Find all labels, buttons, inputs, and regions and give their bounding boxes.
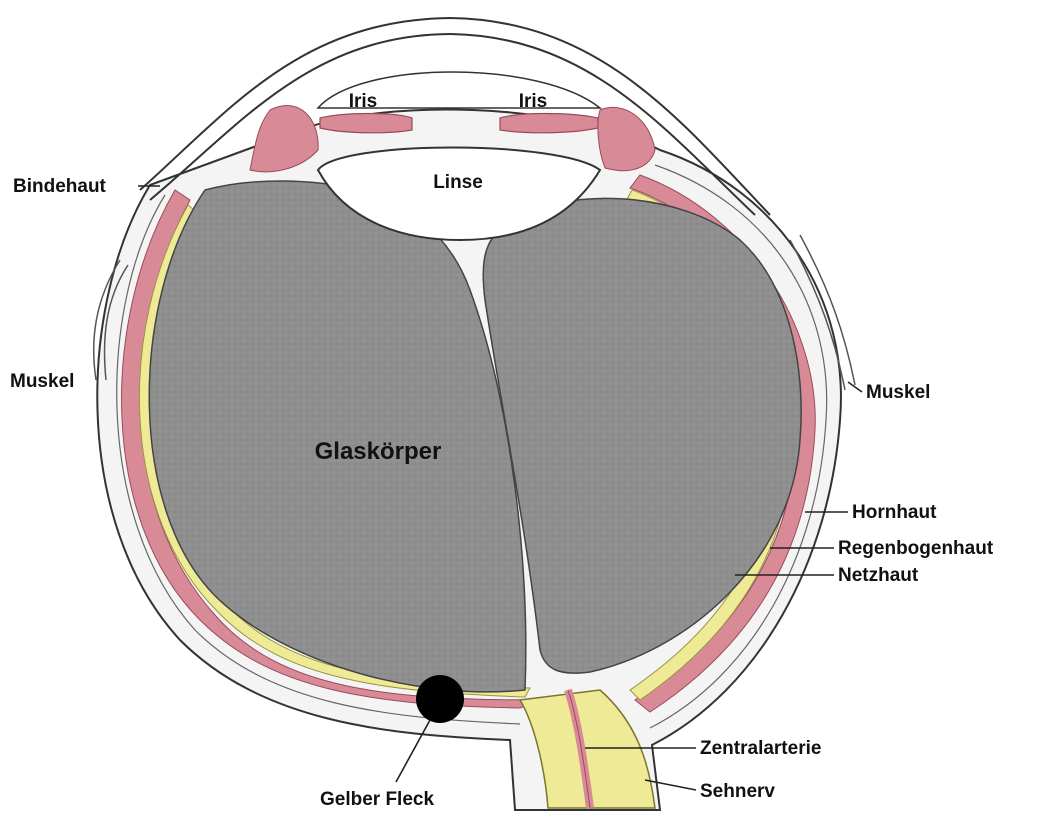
label-netzhaut: Netzhaut: [838, 565, 919, 586]
label-sehnerv: Sehnerv: [700, 781, 775, 802]
label-iris-left: Iris: [349, 91, 378, 112]
iris-left-shape: [320, 114, 412, 133]
label-bindehaut: Bindehaut: [13, 176, 107, 197]
iris-right-shape: [500, 114, 598, 133]
macula-marker: [416, 675, 464, 723]
label-iris-right: Iris: [519, 91, 548, 112]
label-gelber-fleck: Gelber Fleck: [320, 789, 434, 810]
label-muskel-left: Muskel: [10, 371, 74, 392]
label-regenbogenhaut: Regenbogenhaut: [838, 538, 994, 559]
label-hornhaut: Hornhaut: [852, 502, 937, 523]
label-linse: Linse: [433, 172, 483, 193]
label-zentralarterie: Zentralarterie: [700, 738, 821, 759]
label-glaskoerper: Glaskörper: [315, 438, 442, 465]
ciliary-body-right: [598, 107, 655, 170]
label-muskel-right: Muskel: [866, 382, 930, 403]
